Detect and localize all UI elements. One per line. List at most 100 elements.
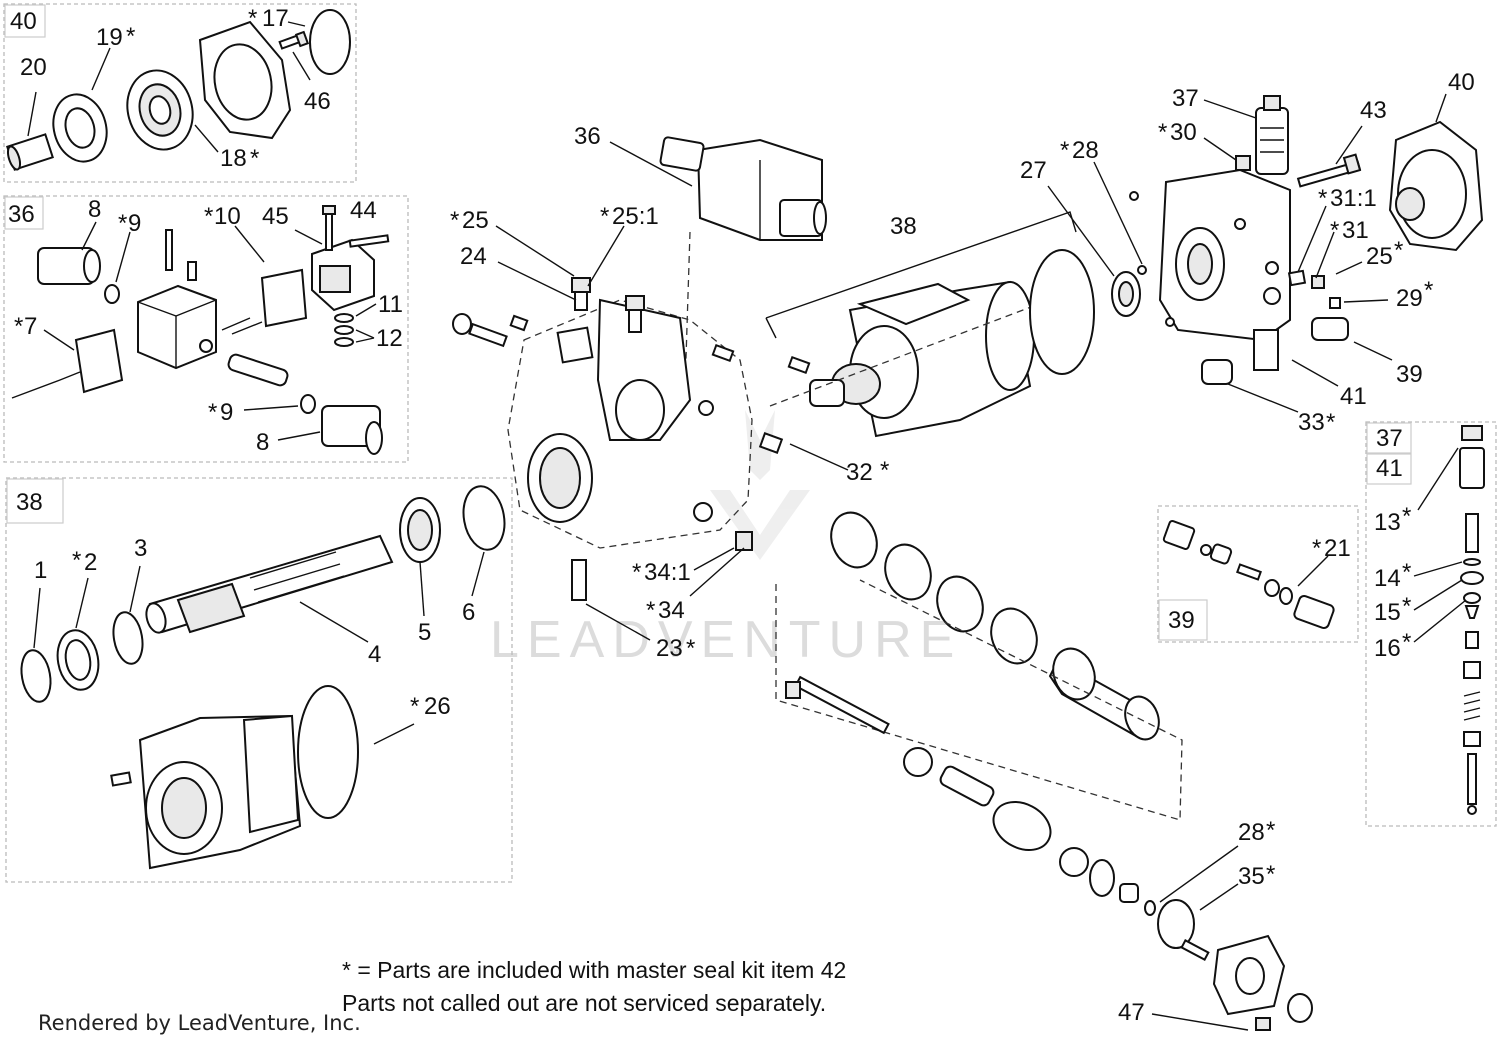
seal-kit-asterisk-32: * [880,457,889,484]
seal-kit-asterisk-31-1: * [1318,185,1327,212]
spool-drawing [227,353,289,387]
seal-kit-asterisk-7: * [14,313,23,340]
oring-26-drawing [297,685,359,819]
watermark-logo [710,410,810,560]
callout-12: 12 [376,325,403,352]
inset-41-label-box [1366,453,1412,485]
plugs-24-25-drawing [452,277,784,551]
callout-8-top: 8 [88,196,101,223]
callout-40-right: 40 [1448,69,1475,96]
inset-36-border [3,195,409,463]
seal-kit-asterisk-9-bottom: * [208,399,217,426]
seal-kit-asterisk-28-top: * [1060,137,1069,164]
callout-37-center: 37 [1172,85,1199,112]
callout-33: 33 [1298,409,1325,436]
callout-13: 13 [1374,509,1401,536]
seal-kit-asterisk-26: * [410,693,419,720]
seal-kit-asterisk-25-1: * [600,203,609,230]
inset-36-label-box [4,196,44,230]
callout-1: 1 [34,557,47,584]
screw-44-drawing [348,234,390,248]
callout-19: 19 [96,24,123,51]
seal-kit-asterisk-25-right: * [1394,237,1403,264]
small-pins-drawing [165,229,263,335]
housing-26-drawing [110,714,302,870]
seal-kit-asterisk-2: * [72,547,81,574]
inset-39-group [1157,505,1359,643]
seal-kit-asterisk-35: * [1266,861,1275,888]
seal-kit-asterisk-21: * [1312,535,1321,562]
oring-17-drawing [309,9,351,75]
leadventure-credit: Rendered by LeadVenture, Inc. [38,1011,361,1035]
seal-kit-asterisk-29: * [1424,277,1433,304]
cover-plate-drawing [198,20,292,140]
seal-kit-asterisk-23: * [686,635,695,662]
inset-39-border [1157,505,1359,643]
callout-28-bottom: 28 [1238,819,1265,846]
seal-kit-asterisk-9-top: * [118,210,127,237]
seal-kit-asterisk-15: * [1402,593,1411,620]
callout-16: 16 [1374,635,1401,662]
seal-19-drawing [52,93,108,163]
watermark-text: LEADVENTURE [490,611,962,669]
callout-39-right: 39 [1396,361,1423,388]
gasket-10-drawing [260,268,308,328]
seal-kit-asterisk-14: * [1402,559,1411,586]
callout-6: 6 [462,599,475,626]
inset-39-label-box [1158,599,1208,641]
callout-20: 20 [20,54,47,81]
seal-kit-asterisk-34: * [646,597,655,624]
callout-24: 24 [460,243,487,270]
inset-37-41-border [1365,421,1497,827]
bearing-5-drawing [399,497,441,563]
callout-29: 29 [1396,285,1423,312]
callout-31: 31 [1342,217,1369,244]
plug-30-drawing [1235,155,1251,171]
inset-40-label-box [4,4,46,38]
screw-43-drawing [1296,153,1362,188]
callout-9-bottom: 9 [220,399,233,426]
seal-kit-asterisk-17: * [248,5,257,32]
snap-ring-6-drawing [462,485,506,551]
callout-7: 7 [24,313,37,340]
gasket-7-drawing [11,328,124,399]
callout-21: 21 [1324,535,1351,562]
callout-27: 27 [1020,157,1047,184]
callout-44: 44 [350,197,377,224]
inset-38-group [5,477,513,883]
callout-17: 17 [262,5,289,32]
seal-kit-asterisk-18: * [250,145,259,172]
compensator-37-drawing [1255,95,1289,175]
main-housing-drawing [507,298,753,601]
callout-2: 2 [84,549,97,576]
seal-kit-asterisk-10: * [204,203,213,230]
oring-9b-drawing [300,394,316,414]
callout-34-1: 34:1 [644,559,691,586]
seal-2-drawing [56,629,100,691]
solenoid-8a-drawing [37,247,101,285]
callout-41-right: 41 [1340,383,1367,410]
callout-5: 5 [418,619,431,646]
callout-labels: 40 19 * * 17 20 46 18 * 36 8 * 9 * 10 45… [8,5,1475,1026]
end-cover-44-drawing [311,238,375,312]
control-valve-36-drawing [629,136,827,359]
callout-25-1: 25:1 [612,203,659,230]
callout-32: 32 [846,459,873,486]
end-cover-27-drawing [1111,265,1147,317]
callout-39-inset: 39 [1168,607,1195,634]
seal-kit-asterisk-33: * [1326,409,1335,436]
callout-30: 30 [1170,119,1197,146]
callout-9-top: 9 [128,210,141,237]
solenoid-8b-drawing [321,405,383,455]
callout-36-inset: 36 [8,201,35,228]
seal-kit-asterisk-13: * [1402,503,1411,530]
callout-31-1: 31:1 [1330,185,1377,212]
not-serviced-note: Parts not called out are not serviced se… [342,990,826,1016]
inset-38-border [5,477,513,883]
cover-40b-drawing [1388,120,1484,252]
callout-23: 23 [656,635,683,662]
callout-11: 11 [378,291,403,318]
callout-43: 43 [1360,97,1387,124]
callout-47: 47 [1118,999,1145,1026]
inset-37-label-box [1366,422,1412,454]
